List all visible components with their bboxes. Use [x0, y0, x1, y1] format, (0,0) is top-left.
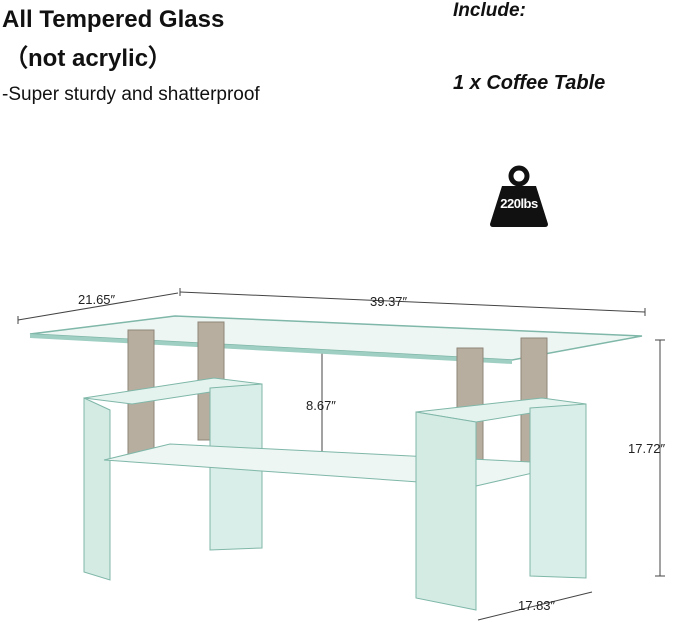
left-leg-glass	[83, 377, 263, 581]
lower-shelf-glass	[103, 443, 573, 487]
package-item: 1 x Coffee Table	[453, 72, 606, 94]
shelf-clearance-label: 8.67″	[306, 398, 336, 413]
headline-title: All Tempered Glass	[2, 6, 225, 33]
depth-bottom-label: 17.83″	[518, 598, 556, 613]
right-leg-glass	[415, 397, 587, 611]
height-label: 17.72″	[628, 441, 666, 456]
package-heading: Include:	[453, 0, 526, 21]
length-label: 39.37″	[370, 294, 408, 309]
weight-capacity-label: 220lbs	[500, 196, 538, 211]
headline-subtitle: （not acrylic）	[4, 45, 173, 72]
table-top-glass	[29, 315, 643, 364]
depth-top-label: 21.65″	[78, 292, 116, 307]
feature-text: -Super sturdy and shatterproof	[2, 84, 260, 105]
dimension-lines	[17, 288, 665, 621]
kettlebell-weight-icon	[490, 165, 548, 227]
